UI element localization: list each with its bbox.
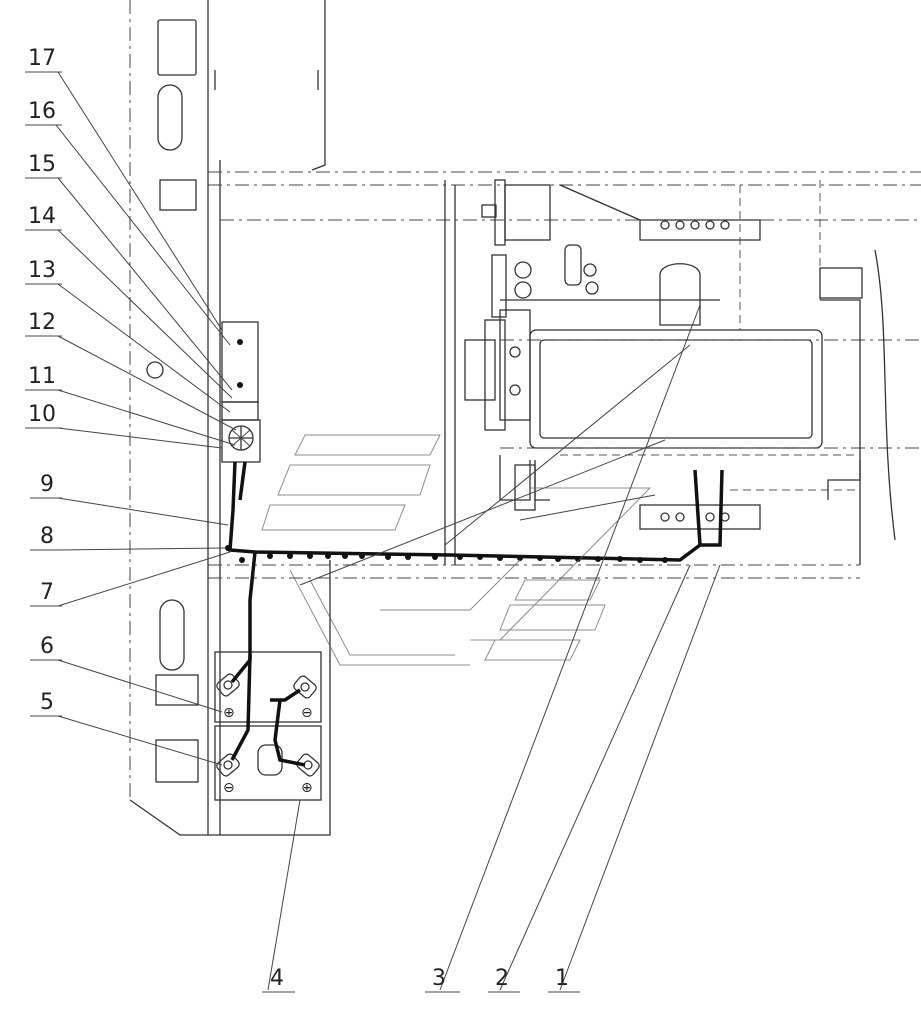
engine-assembly — [464, 179, 921, 541]
relay-box — [221, 321, 261, 463]
chassis-frame — [129, 0, 921, 836]
wiring-harness — [225, 461, 724, 767]
battery-symbol: ⊕ — [223, 705, 235, 721]
callout-16: 16 — [28, 99, 56, 124]
callout-12: 12 — [28, 310, 56, 335]
callout-11: 11 — [28, 364, 56, 389]
callout-8: 8 — [40, 524, 54, 549]
battery-symbol: ⊖ — [301, 705, 313, 721]
battery-symbol: ⊖ — [223, 780, 235, 796]
callout-13: 13 — [28, 258, 56, 283]
callout-17: 17 — [28, 46, 56, 71]
callout-7: 7 — [40, 580, 54, 605]
harness-clips — [225, 545, 668, 563]
callout-10: 10 — [28, 402, 56, 427]
callout-1: 1 — [555, 966, 569, 991]
callouts-left: 17 16 15 14 13 12 11 10 9 8 7 6 5 — [25, 46, 62, 717]
callout-5: 5 — [40, 690, 54, 715]
watermark-logo — [261, 434, 652, 666]
callout-6: 6 — [40, 634, 54, 659]
callout-2: 2 — [495, 966, 509, 991]
leader-lines — [55, 71, 721, 991]
battery-symbol: ⊕ — [301, 780, 313, 796]
callouts-bottom: 4 3 2 1 — [262, 966, 580, 993]
battery-pack: ⊕ ⊖ ⊖ ⊕ — [214, 651, 322, 801]
callout-14: 14 — [28, 204, 56, 229]
callout-9: 9 — [40, 472, 54, 497]
callout-15: 15 — [28, 152, 56, 177]
callout-4: 4 — [270, 966, 284, 991]
callout-3: 3 — [432, 966, 446, 991]
